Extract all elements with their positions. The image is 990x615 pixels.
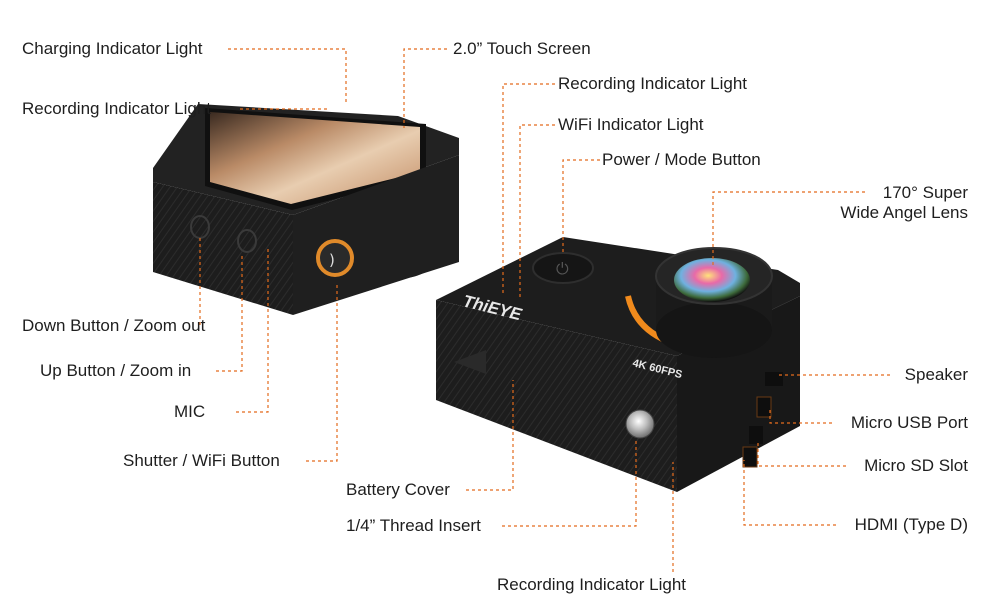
label-charging-indicator: Charging Indicator Light — [22, 39, 203, 58]
label-touch-screen: 2.0” Touch Screen — [453, 39, 591, 58]
camera-rear-view: ) — [153, 104, 459, 315]
speaker-grille — [765, 372, 783, 386]
label-hdmi: HDMI (Type D) — [854, 515, 968, 534]
leader-recording-top — [502, 83, 555, 296]
leader-hdmi — [743, 460, 836, 526]
leader-sd — [757, 440, 846, 467]
label-down-button: Down Button / Zoom out — [22, 316, 206, 335]
label-mic: MIC — [174, 402, 206, 421]
label-speaker: Speaker — [904, 365, 968, 384]
leader-power — [562, 159, 600, 252]
label-battery-cover: Battery Cover — [346, 480, 450, 499]
front-camera-face — [436, 300, 677, 492]
label-recording-indicator-bottom: Recording Indicator Light — [497, 575, 687, 594]
leader-lines — [199, 48, 890, 572]
leader-thread — [502, 440, 637, 527]
lens-barrel-base — [656, 302, 772, 358]
label-micro-usb: Micro USB Port — [850, 413, 968, 432]
up-button-icon[interactable] — [237, 229, 257, 253]
leader-wifi-indicator — [519, 124, 555, 300]
label-micro-sd: Micro SD Slot — [864, 456, 968, 475]
leader-charging — [228, 48, 347, 103]
label-lens: 170° Super Wide Angel Lens — [840, 183, 968, 223]
micro-sd-slot — [749, 426, 763, 444]
power-mode-button[interactable] — [532, 252, 594, 284]
label-recording-indicator-top: Recording Indicator Light — [558, 74, 748, 93]
leader-shutter — [306, 282, 338, 462]
label-lens-line1: 170° Super — [882, 183, 968, 202]
leader-usb — [769, 407, 832, 424]
label-recording-indicator-rear: Recording Indicator Light — [22, 99, 212, 118]
hdmi-port — [742, 446, 758, 468]
micro-usb-port — [756, 396, 772, 418]
label-power-mode-button: Power / Mode Button — [602, 150, 761, 169]
camera-front-view: ⏻ ThiEYE 4K 60FPS — [436, 237, 800, 492]
wifi-icon: ) — [329, 251, 335, 269]
lens-glass — [674, 258, 750, 302]
leader-lens — [712, 191, 865, 268]
label-thread-insert: 1/4” Thread Insert — [346, 516, 481, 535]
battery-cover-notch — [454, 350, 486, 374]
leader-touch-screen — [403, 48, 447, 128]
leader-mic — [236, 246, 269, 413]
label-lens-line2: Wide Angel Lens — [840, 203, 968, 222]
rear-left-face — [153, 182, 293, 315]
thread-insert — [625, 409, 655, 439]
leader-up-button — [216, 256, 243, 372]
label-shutter-button: Shutter / WiFi Button — [123, 451, 280, 470]
label-up-button: Up Button / Zoom in — [40, 361, 192, 380]
power-icon: ⏻ — [556, 259, 569, 278]
label-wifi-indicator: WiFi Indicator Light — [558, 115, 704, 134]
touch-screen[interactable] — [210, 112, 420, 204]
shutter-button[interactable] — [316, 239, 354, 277]
leader-battery — [466, 380, 514, 491]
